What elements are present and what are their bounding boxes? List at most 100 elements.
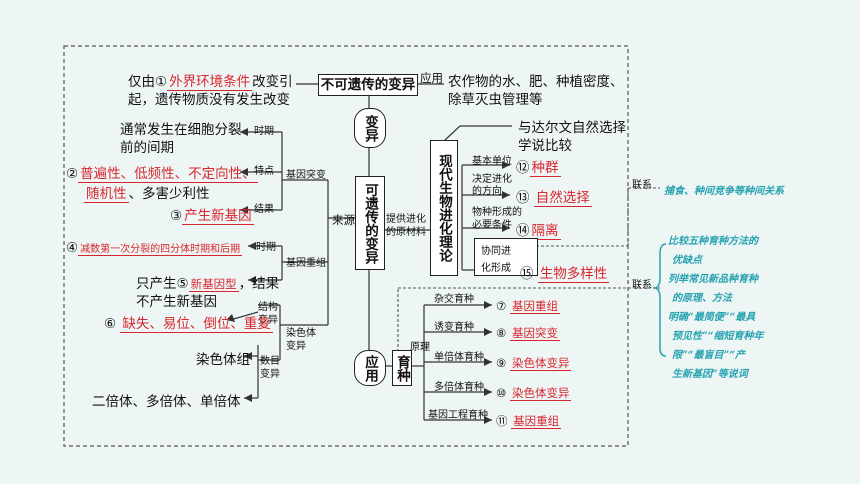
answer-15: 生物多样性 xyxy=(537,266,610,283)
answer-13: 自然选择 xyxy=(533,190,592,207)
result-prefix: 只产生⑤ xyxy=(136,276,189,292)
breeding-node: 育种 xyxy=(392,350,412,386)
mutation-time-line2: 前的间期 xyxy=(120,140,174,156)
recombination-result-line2: 不产生新基因 xyxy=(136,294,217,310)
num-10: ⑩ xyxy=(496,386,507,400)
note-line-7: 限”“最盲目”“产 xyxy=(672,350,746,361)
answer-7: 基因重组 xyxy=(509,299,560,314)
breeding-answer-4: ⑩ 染色体变异 xyxy=(496,385,572,401)
mutation-time-line1: 通常发生在细胞分裂 xyxy=(120,122,242,138)
variation-node: 变异 xyxy=(354,108,386,148)
note-line-8: 生新基因”等说词 xyxy=(672,369,748,380)
chromosome-group: 染色体组 xyxy=(196,352,250,368)
coevolution-answer: ⑮ 生物多样性 xyxy=(520,262,610,283)
note-line-1: 比较五种育种方法的 xyxy=(668,236,758,247)
answer-8: 基因突变 xyxy=(509,326,560,341)
darwin-compare-line1: 与达尔文自然选择 xyxy=(518,120,626,136)
species-label-1: 物种形成的 xyxy=(472,207,522,218)
number-label-2: 变异 xyxy=(260,369,280,380)
answer-4: 减数第一次分裂的四分体时期和后期 xyxy=(78,244,243,256)
evolution-link-label: 联系 xyxy=(632,180,652,191)
cause-prefix: 仅由① xyxy=(128,74,168,90)
breeding-answer-3: ⑨ 染色体变异 xyxy=(496,355,572,371)
breeding-link-note: 比较五种育种方法的 优缺点 列举常见新品种育种 的原理、方法 明确“最简便”“最… xyxy=(668,232,764,384)
num-4: ④ xyxy=(66,240,79,256)
answer-6: 缺失、易位、倒位、重复 xyxy=(120,316,273,333)
answer-9: 染色体变异 xyxy=(509,356,572,371)
chromosome-variation-node-1: 染色体 xyxy=(286,328,316,339)
num-7: ⑦ xyxy=(496,299,507,313)
chromosome-variation-node-2: 变异 xyxy=(286,341,306,352)
answer-11: 基因重组 xyxy=(511,414,562,429)
gene-mutation-node: 基因突变 xyxy=(286,170,326,181)
structure-types: ⑥ 缺失、易位、倒位、重复 xyxy=(104,312,273,333)
gene-recombination-node: 基因重组 xyxy=(286,258,326,269)
mutation-features-line2: 随机性、多害少利性 xyxy=(84,182,210,203)
breeding-label-1: 杂交育种 xyxy=(434,294,474,305)
breeding-label-5: 基因工程育种 xyxy=(428,410,488,421)
answer-14: 隔离 xyxy=(529,223,561,240)
direction-label-1: 决定进化 xyxy=(472,174,512,185)
answer-2a: 普遍性、低频性、不定向性、 xyxy=(78,166,258,183)
note-line-2: 优缺点 xyxy=(672,255,702,266)
number-label-1: 数目 xyxy=(260,356,280,367)
breeding-label-4: 多倍体育种 xyxy=(434,382,484,393)
mutation-feature-label: 特点 xyxy=(254,166,274,177)
num-9: ⑨ xyxy=(496,356,507,370)
heritable-variation-box: 可遗传的变异 xyxy=(355,176,385,270)
non-heritable-variation-box: 不可遗传的变异 xyxy=(318,74,418,96)
answer-1: 外界环境条件 xyxy=(167,74,253,91)
note-line-3: 列举常见新品种育种 xyxy=(668,274,758,285)
note-line-4: 的原理、方法 xyxy=(672,293,732,304)
coevolution-box: 协同进 化形成 xyxy=(474,238,538,276)
direction-answer: ⑬ 自然选择 xyxy=(516,186,592,207)
breeding-answer-1: ⑦ 基因重组 xyxy=(496,298,560,314)
breeding-label-2: 诱变育种 xyxy=(434,322,474,333)
num-14: ⑭ xyxy=(516,223,530,239)
evolution-theory-box: 现代生物进化理论 xyxy=(430,140,458,276)
answer-3: 产生新基因 xyxy=(182,208,254,225)
num-6: ⑥ xyxy=(104,316,117,332)
result-suffix: ，结果 xyxy=(238,276,280,292)
principle-label: 原理 xyxy=(410,342,430,353)
num-15: ⑮ xyxy=(520,266,534,282)
structure-label-2: 变异 xyxy=(258,315,278,326)
breeding-link-label: 联系 xyxy=(632,280,652,291)
num-8: ⑧ xyxy=(496,326,507,340)
note-line-6: 预见性”“缩短育种年 xyxy=(672,331,764,342)
breeding-label-3: 单倍体育种 xyxy=(434,352,484,363)
num-12: ⑫ xyxy=(516,160,530,176)
answer-12: 种群 xyxy=(529,160,561,177)
darwin-compare-line2: 学说比较 xyxy=(518,138,572,154)
direction-label-2: 的方向 xyxy=(472,186,502,197)
provide-label-1: 提供进化 xyxy=(386,214,426,225)
answer-5: 新基因型 xyxy=(188,277,239,292)
non-heritable-cause-line2: 起，遗传物质没有发生改变 xyxy=(128,92,290,108)
answer-2b: 随机性 xyxy=(84,186,129,203)
application-text-line1: 农作物的水、肥、种植密度、 xyxy=(448,74,624,90)
coevolution-line2: 化形成 xyxy=(481,263,511,274)
breeding-answer-5: ⑪ 基因重组 xyxy=(496,413,562,429)
species-label-2: 必要条件 xyxy=(472,220,512,231)
breeding-answer-2: ⑧ 基因突变 xyxy=(496,325,560,341)
num-13: ⑬ xyxy=(516,190,530,206)
coevolution-line1: 协同进 xyxy=(481,246,511,257)
source-label: 来源 xyxy=(332,213,355,227)
mutation-period-label: 时期 xyxy=(254,126,274,137)
note-line-5: 明确“最简便”“最具 xyxy=(668,312,756,323)
provide-label-2: 的原材料 xyxy=(386,227,426,238)
mutation-result-label: 结果 xyxy=(254,204,274,215)
num-11: ⑪ xyxy=(496,414,508,428)
cause-suffix: 改变引 xyxy=(252,74,293,90)
application-label-top: 应用 xyxy=(420,71,443,85)
application-node: 应用 xyxy=(354,350,386,386)
num-2: ② xyxy=(66,166,79,182)
num-3: ③ xyxy=(170,208,183,224)
